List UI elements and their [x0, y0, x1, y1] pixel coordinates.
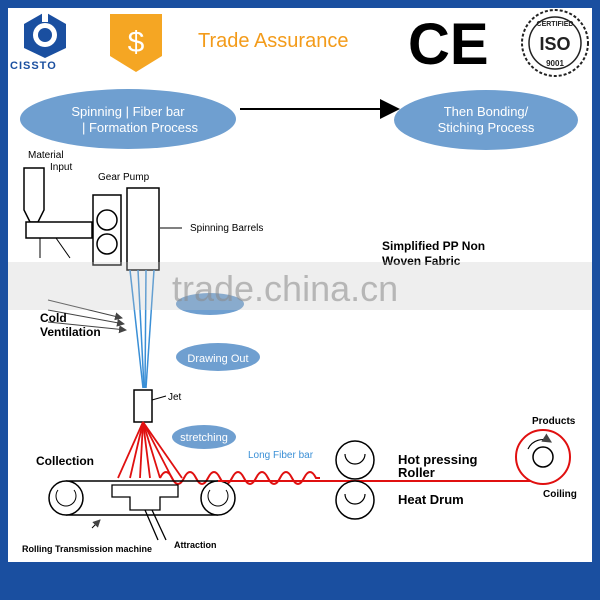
gear-pump-label: Gear Pump — [98, 172, 150, 183]
long-fiber-bar-label: Long Fiber bar — [248, 450, 314, 461]
spinning-barrels-label: Spinning Barrels — [190, 223, 263, 234]
svg-text:ISO: ISO — [539, 34, 570, 54]
svg-text:9001: 9001 — [546, 59, 564, 68]
svg-text:$: $ — [128, 26, 145, 59]
dollar-shield-icon: $ — [110, 14, 162, 72]
ventilation-label: Ventilation — [40, 325, 101, 339]
svg-text:CERTIFIED: CERTIFIED — [537, 21, 574, 28]
roller-label: Roller — [398, 465, 435, 480]
hot-pressing-roller — [335, 440, 375, 480]
attraction-label: Attraction — [174, 540, 217, 550]
header-band — [8, 8, 592, 80]
hot-pressing-label: Hot pressing — [398, 452, 478, 467]
logo-text: CISSTO — [10, 60, 57, 72]
conveyor-belt — [48, 480, 236, 541]
spinning-process-line1: Spinning | Fiber bar — [71, 104, 185, 119]
bottom-border — [0, 562, 600, 600]
bonding-process-bubble — [394, 90, 578, 150]
cold-ventilation-arrows — [47, 299, 127, 334]
cold-label: Cold — [40, 311, 67, 325]
spinning-barrels — [126, 187, 160, 271]
jet-label: Jet — [168, 392, 182, 403]
iso-9001-seal-icon: CERTIFIED ISO 9001 — [521, 9, 589, 77]
material-label: Material — [28, 150, 64, 161]
ce-mark-text: CE — [408, 12, 489, 72]
right-border — [592, 0, 600, 600]
bonding-process-line1: Then Bonding/ — [444, 104, 529, 119]
stretching-bubble — [172, 425, 236, 449]
drawing-out-label: Drawing Out — [187, 353, 248, 365]
fiber-fan — [117, 421, 183, 479]
process-diagram: Spinning | Fiber bar | Formation Process… — [20, 89, 578, 554]
drawing-out-bubble — [176, 343, 260, 371]
spinning-process-line2: | Formation Process — [82, 120, 199, 135]
products-label: Products — [532, 416, 576, 427]
material-hopper — [23, 167, 45, 223]
stretching-label: stretching — [180, 432, 228, 444]
watermark-text: trade.china.cn — [172, 268, 399, 309]
left-border — [0, 0, 8, 600]
coiling-label: Coiling — [543, 489, 577, 500]
long-fiber-bar — [159, 471, 320, 485]
heat-drum-label: Heat Drum — [398, 492, 464, 507]
bonding-process-line2: Stiching Process — [438, 120, 535, 135]
collection-label: Collection — [36, 454, 94, 468]
diagram-title-line1: Simplified PP Non — [382, 239, 485, 253]
diagram-title-line2: Woven Fabric — [382, 254, 461, 268]
rolling-machine-label: Rolling Transmission machine — [22, 544, 152, 554]
jet — [133, 389, 153, 423]
ce-mark-icon: CE — [408, 12, 489, 72]
spun-filaments — [129, 269, 155, 389]
top-border — [0, 0, 600, 8]
trade-assurance-label: Trade Assurance — [198, 30, 349, 52]
input-label: Input — [50, 162, 72, 173]
company-logo-icon — [24, 12, 66, 58]
extruder — [25, 221, 93, 239]
spinning-process-bubble — [20, 89, 236, 149]
heat-drum — [335, 480, 375, 520]
watermark-band — [0, 262, 600, 310]
